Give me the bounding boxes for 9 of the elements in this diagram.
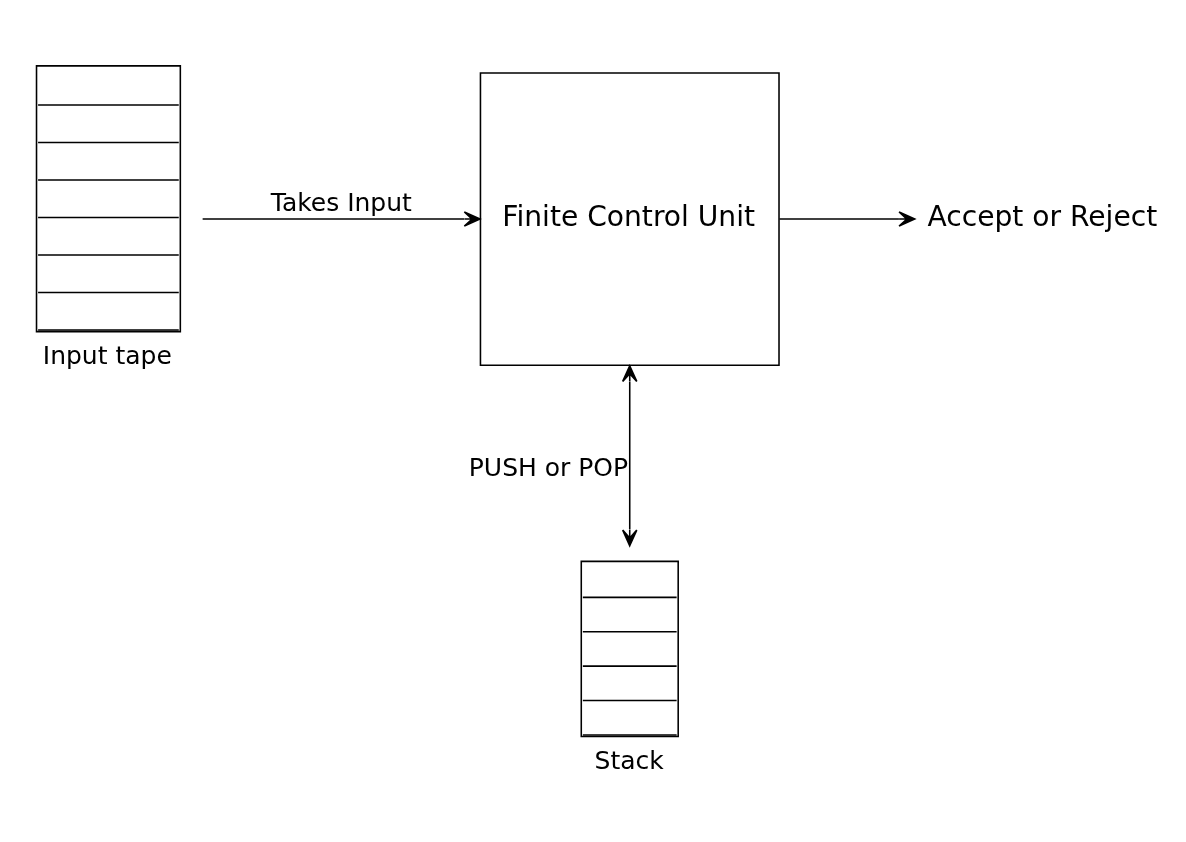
arrow xyxy=(778,210,916,227)
arrow xyxy=(621,364,638,546)
node-label: Stack xyxy=(594,745,664,775)
node-text: Accept or Reject xyxy=(927,199,1158,233)
arrow xyxy=(201,210,481,227)
node-label: Input tape xyxy=(42,340,172,370)
node-box: Finite Control Unit xyxy=(479,71,780,366)
edge-label: Takes Input xyxy=(270,187,412,217)
edge-label: PUSH or POP xyxy=(468,452,629,482)
